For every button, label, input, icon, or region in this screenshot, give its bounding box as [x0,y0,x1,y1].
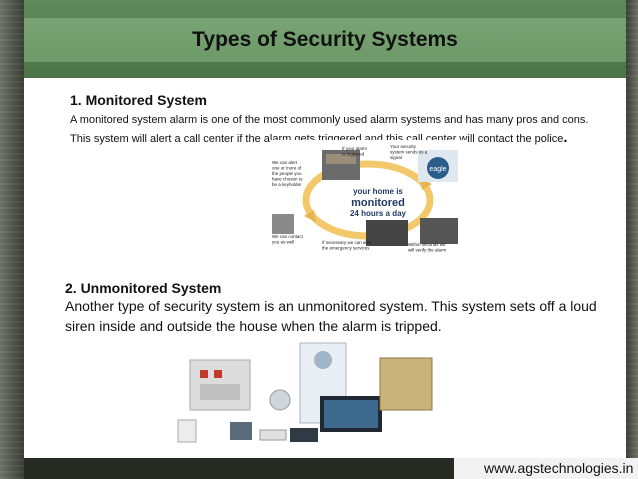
diagram-caption: If your alarm [342,146,367,151]
diagram-center-line2: monitored [351,197,405,209]
product-box [379,357,433,411]
diagram-caption: Within seconds we [408,242,446,247]
keypad [290,428,318,442]
diagram-caption: is triggered [342,152,365,157]
monitored-heading: 1. Monitored System [70,92,207,108]
diagram-center-line1: your home is [353,187,403,196]
remote [230,422,252,440]
unmonitored-body: Another type of security system is an un… [65,298,597,334]
slide-title: Types of Security Systems [192,28,458,51]
camera-dome-icon [269,389,291,411]
diagram-caption: We can alert [272,160,298,165]
keyfob [259,429,287,441]
diagram-caption: will verify the alarm [408,248,447,253]
diagram-caption: the people you [272,171,302,176]
diagram-caption: have chosen to [272,177,303,182]
diagram-caption: the emergency services [322,246,370,251]
left-frame-rail [0,0,24,479]
title-box [24,18,626,62]
footer-url[interactable]: www.agstechnologies.in [484,460,634,476]
diagram-caption: you as well [272,240,294,245]
diagram-caption: If necessary we can alert [322,240,373,245]
eagle-logo: eagle [429,166,446,173]
unmonitored-heading: 2. Unmonitored System [65,280,222,296]
footer-box [454,458,638,479]
security-equipment-photo [170,338,440,450]
diagram-caption: one or more of [272,166,302,171]
diagram-caption: signal [390,155,402,160]
monitoring-cycle-diagram: eagle your home is monitored 24 hours a … [270,140,466,260]
call-center-photo [366,220,408,246]
phone-photo [272,214,294,234]
monitored-body-period: . [563,129,568,146]
right-frame-rail [626,0,638,479]
operator-photo [420,218,458,244]
sensor [177,419,197,443]
diagram-center-line3: 24 hours a day [350,209,407,218]
diagram-caption: be a keyholder [272,182,302,187]
diagram-caption: Your security [390,144,417,149]
ring-arrow-icon [304,210,316,222]
section-unmonitored: 2. Unmonitored System Another type of se… [65,280,610,336]
diagram-caption: system sends us a [390,150,428,155]
diagram-caption: We can contact [272,234,304,239]
